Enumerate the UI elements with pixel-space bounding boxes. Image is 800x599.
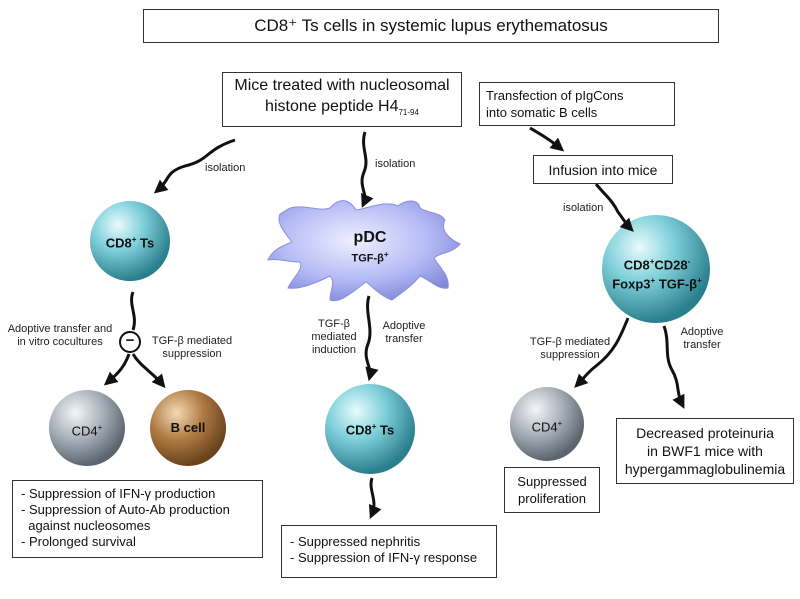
adoptive-transfer-mid-label: Adoptive transfer [382,320,426,345]
arrow-mice-to-cd8ts [153,138,236,194]
minus-sign: − [125,332,135,349]
mice-treated-line2: histone peptide H471-94 [265,98,419,118]
list-item: - Prolonged survival [21,534,136,549]
transfection-box: Transfection of pIgCons into somatic B c… [479,82,675,126]
cd8-right-label: CD8+CD28- Foxp3+ TGF-β+ [612,257,702,292]
list-item: - Suppression of IFN-γ response [290,550,478,565]
cd8-right-cell [602,215,710,323]
bcell-label: B cell [170,420,206,435]
list-item: against nucleosomes [21,518,151,533]
cd4-left-cell [49,390,125,466]
middle-outcomes-box: - Suppressed nephritis - Suppression of … [281,525,497,578]
pdc-cell [267,200,461,302]
cd8ts-left-cell [90,201,170,281]
cd8ts-mid-cell [325,384,415,474]
arrow-to-cd4-left [103,353,131,386]
list-item: - Suppressed nephritis [290,534,421,549]
cd8ts-left-label: CD8+ Ts [105,235,155,251]
infusion-label: Infusion into mice [548,161,658,178]
suppressed-proliferation-box: Suppressed proliferation [504,467,600,513]
middle-outcomes-list: - Suppressed nephritis - Suppression of … [290,534,488,566]
arrow-to-cd4-right [574,317,630,388]
inhibition-minus-circle [119,331,141,353]
transfection-line2: into somatic B cells [486,105,598,120]
cd8ts-mid-label: CD8+ Ts [345,422,395,438]
isolation-right-label: isolation [563,202,604,214]
title-box: CD8⁺ Ts cells in systemic lupus erythema… [143,9,719,43]
cd4-right-label: CD4+ [531,419,563,435]
pdc-label: pDC TGF-β+ [351,229,389,265]
isolation-left-label: isolation [205,162,246,174]
arrow-infusion-to-cd8-right [594,183,634,232]
arrow-transfection-to-infusion [529,126,565,152]
page-title: CD8⁺ Ts cells in systemic lupus erythema… [254,16,608,35]
list-item: - Suppression of Auto-Ab production [21,502,230,517]
tgfb-suppression-left-label: TGF-β mediated suppression [151,335,233,360]
tgfb-suppression-right-label: TGF-β mediated suppression [529,336,611,361]
isolation-mid-label: isolation [375,158,416,170]
cd4-right-cell [510,387,584,461]
arrow-mice-to-pdc [360,131,374,208]
transfection-line1: Transfection of pIgCons [486,88,624,103]
decreased-proteinuria-box: Decreased proteinuria in BWF1 mice with … [616,418,794,484]
arrow-to-bcell [131,353,166,389]
mice-treated-box: Mice treated with nucleosomal histone pe… [222,72,462,127]
arrow-pdc-to-cd8ts [364,295,379,382]
cd4-left-label: CD4+ [71,423,103,439]
left-outcomes-box: - Suppression of IFN-γ production - Supp… [12,480,263,558]
adoptive-transfer-right-label: Adoptive transfer [680,326,724,351]
left-outcomes-list: - Suppression of IFN-γ production - Supp… [21,486,254,550]
arrow-cd8ts-down [130,291,136,331]
arrow-to-proteinuria [662,325,685,409]
bcell-cell [150,390,226,466]
infusion-box: Infusion into mice [533,155,673,184]
adoptive-transfer-cocultures-label: Adoptive transfer and in vitro coculture… [7,323,113,348]
arrow-cd8ts-to-outcomes [368,477,382,519]
list-item: - Suppression of IFN-γ production [21,486,216,501]
mice-treated-line1: Mice treated with nucleosomal [234,77,450,95]
tgfb-induction-label: TGF-β mediated induction [311,318,357,356]
